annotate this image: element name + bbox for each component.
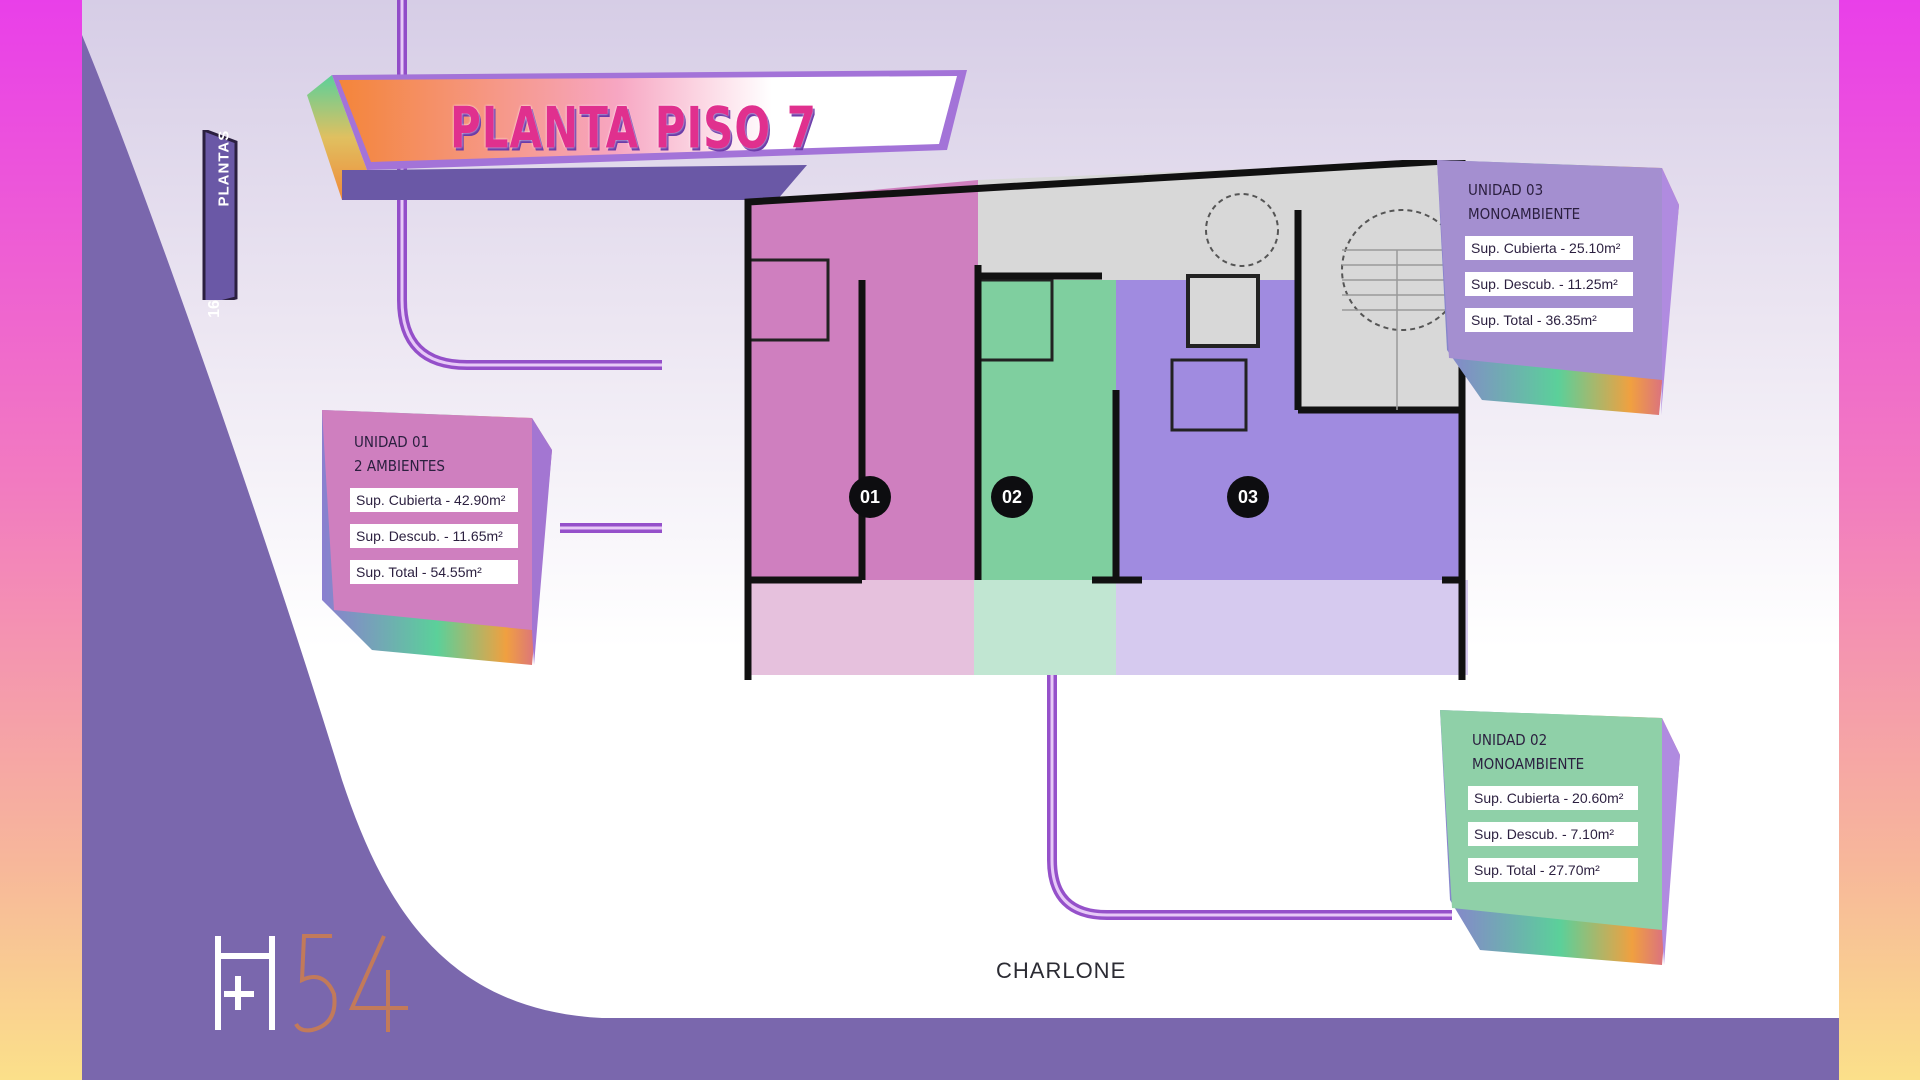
unit-03-sup-total: Sup. Total - 36.35m² <box>1465 308 1633 332</box>
unit-card-02[interactable]: UNIDAD 02 MONOAMBIENTE Sup. Cubierta - 2… <box>1440 710 1685 970</box>
floorplan-stage: PLANTA PISO 7 PLANTAS 16 <box>82 0 1839 1080</box>
background-shapes <box>82 0 1839 1080</box>
unit-01-sup-total: Sup. Total - 54.55m² <box>350 560 518 584</box>
brand-logo <box>215 934 408 1033</box>
unit-02-sup-cubierta: Sup. Cubierta - 20.60m² <box>1468 786 1638 810</box>
unit-01-sup-descub: Sup. Descub. - 11.65m² <box>350 524 518 548</box>
unit-03-title: UNIDAD 03 <box>1468 181 1544 199</box>
unit-card-01[interactable]: UNIDAD 01 2 AMBIENTES Sup. Cubierta - 42… <box>322 410 562 670</box>
unit-03-sup-descub: Sup. Descub. - 11.25m² <box>1465 272 1633 296</box>
unit-card-03[interactable]: UNIDAD 03 MONOAMBIENTE Sup. Cubierta - 2… <box>1437 160 1682 420</box>
plantas-label: PLANTAS <box>215 129 233 207</box>
unit-03-type: MONOAMBIENTE <box>1468 205 1581 223</box>
unit-01-title: UNIDAD 01 <box>354 433 430 451</box>
plantas-number: 16 <box>205 300 223 318</box>
right-gradient-border <box>1839 0 1920 1080</box>
unit-02-sup-descub: Sup. Descub. - 7.10m² <box>1468 822 1638 846</box>
unit-02-sup-total: Sup. Total - 27.70m² <box>1468 858 1638 882</box>
plantas-tag-shape <box>202 130 238 300</box>
page-title: PLANTA PISO 7 <box>450 95 817 162</box>
unit-03-sup-cubierta: Sup. Cubierta - 25.10m² <box>1465 236 1633 260</box>
unit-badge-01[interactable]: 01 <box>849 476 891 518</box>
title-banner <box>307 70 967 200</box>
unit-badge-02[interactable]: 02 <box>991 476 1033 518</box>
left-gradient-border <box>0 0 82 1080</box>
street-label: CHARLONE <box>996 958 1127 983</box>
unit-02-title: UNIDAD 02 <box>1472 731 1548 749</box>
floor-plan <box>744 160 1468 680</box>
unit-01-type: 2 AMBIENTES <box>354 457 445 475</box>
unit-badge-03[interactable]: 03 <box>1227 476 1269 518</box>
unit-02-type: MONOAMBIENTE <box>1472 755 1585 773</box>
unit-01-sup-cubierta: Sup. Cubierta - 42.90m² <box>350 488 518 512</box>
